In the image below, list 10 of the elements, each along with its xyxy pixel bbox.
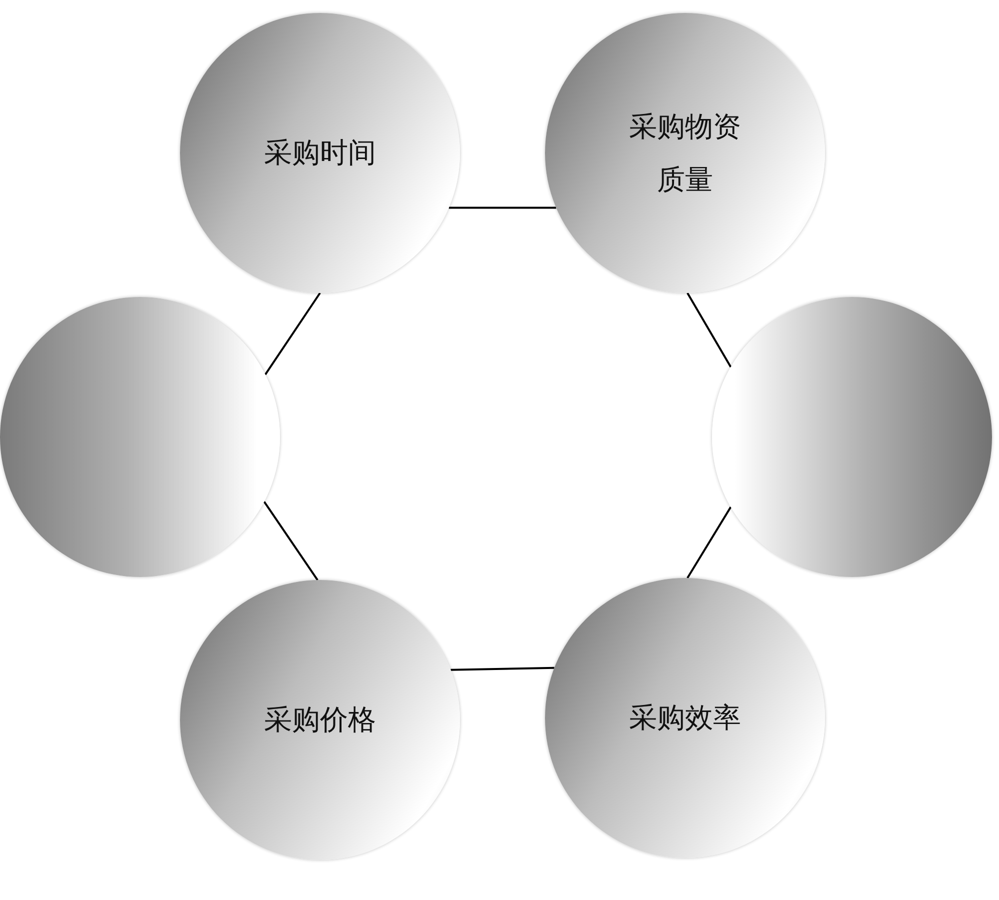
node-label: 采购物资质量: [628, 108, 742, 198]
connector-line: [686, 506, 732, 579]
connector-line: [448, 206, 556, 209]
connector-line: [264, 292, 321, 376]
connector-line: [263, 501, 318, 581]
node-label: 采购价格: [262, 702, 377, 738]
node-label: 采购效率: [628, 700, 742, 736]
node-label: 采购时间: [262, 135, 377, 172]
connector-line: [450, 666, 554, 671]
connector-line: [686, 292, 732, 368]
